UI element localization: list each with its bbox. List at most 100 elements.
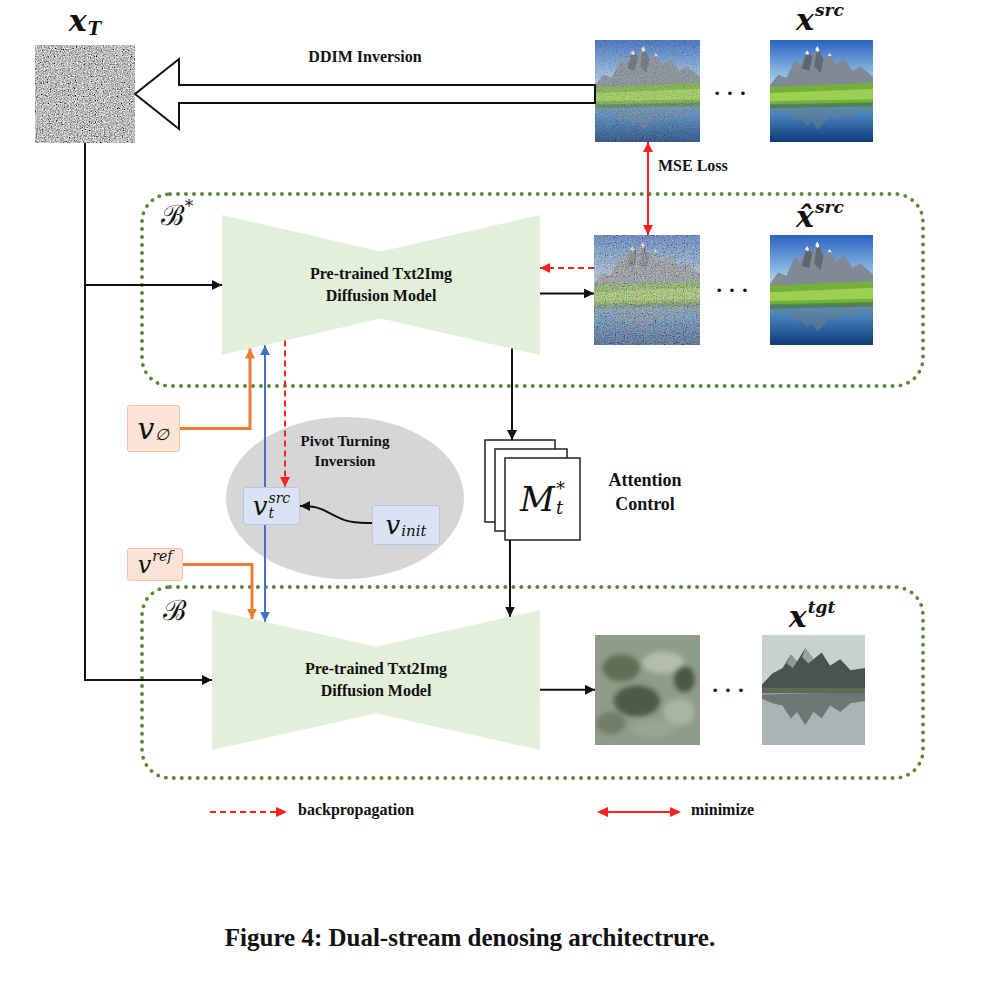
legend-text: minimize — [691, 801, 754, 819]
math-label: xsrc — [780, 2, 860, 38]
math-symbol: x̂ — [796, 202, 814, 232]
stream-region: ℬ Pre-trained Txt2Img Diffusion Model xtgt — [140, 585, 925, 780]
loss-arrow — [647, 142, 649, 235]
flow-arrow — [540, 689, 595, 691]
math-scripts: src — [815, 11, 844, 29]
math-label: vinit — [373, 506, 439, 544]
init-arrow — [300, 506, 372, 523]
ellipsis-mark: · · · — [698, 676, 758, 704]
flow-arrow — [509, 540, 511, 617]
condition-arrow — [180, 349, 250, 429]
math-scripts: *t — [556, 480, 565, 518]
math-label: xT — [35, 1, 135, 41]
math-scripts: tgt — [808, 608, 836, 626]
inversion-arrow — [135, 59, 595, 129]
superscript: src — [815, 199, 844, 217]
superscript: src — [815, 2, 844, 20]
condition-arrow — [183, 565, 252, 619]
math-symbol: x — [69, 6, 87, 36]
edge-label: DDIM Inversion — [255, 48, 475, 66]
subscript: init — [401, 524, 426, 540]
math-label: xtgt — [772, 599, 852, 635]
math-symbol: v — [138, 414, 155, 444]
math-row: vref — [138, 553, 173, 577]
flow-arrow — [85, 143, 212, 680]
legend-dashed-arrow — [210, 807, 287, 817]
embedding-box: vref — [127, 548, 183, 581]
block-label: Pre-trained Txt2Img Diffusion Model — [222, 215, 540, 355]
math-row: v∅ — [138, 414, 170, 444]
math-symbol: x — [796, 5, 814, 35]
target-images — [762, 635, 865, 745]
inversion-ellipse: Pivot Turning Inversionvsrctvinit — [225, 416, 465, 580]
side-caption: Attention Control — [593, 468, 697, 517]
math-row: vinit — [386, 512, 427, 538]
math-scripts: * — [185, 207, 194, 225]
math-row: vsrct — [253, 491, 290, 520]
backprop-arrow — [540, 267, 594, 269]
math-label: M*t — [505, 458, 580, 540]
flow-arrow — [540, 292, 594, 294]
math-label: ℬ — [154, 593, 194, 629]
legend-double-arrow — [597, 807, 608, 817]
math-label: ℬ* — [152, 198, 202, 234]
edge-label: MSE Loss — [658, 157, 728, 175]
hourglass-shape — [222, 215, 540, 355]
source-images — [595, 40, 700, 142]
ellipsis-mark: · · · — [702, 276, 762, 304]
subscript: t — [268, 506, 274, 521]
math-scripts: srct — [268, 491, 290, 520]
embedding-box: v∅ — [127, 405, 180, 452]
legend-double-arrow — [597, 807, 681, 817]
legend-dashed-arrow — [276, 807, 287, 817]
math-scripts: ref — [152, 557, 172, 572]
subscript: t — [556, 499, 563, 518]
legend-double-arrow — [606, 811, 672, 813]
math-row: M*t — [520, 480, 565, 518]
math-row: xT — [69, 6, 101, 36]
hourglass-shape — [212, 610, 540, 750]
reconstructed-images — [594, 235, 873, 345]
reconstructed-images — [594, 235, 700, 345]
superscript: ref — [152, 549, 172, 564]
flow-arrow — [511, 349, 513, 440]
legend-double-arrow — [670, 807, 681, 817]
diffusion-model-block: Pre-trained Txt2Img Diffusion Model — [222, 215, 540, 355]
block-label: Pre-trained Txt2Img Diffusion Model — [212, 610, 540, 750]
reconstructed-images — [594, 235, 700, 345]
legend-item: minimize — [691, 801, 754, 819]
legend-text: backpropagation — [298, 801, 414, 819]
math-symbol: v — [253, 493, 268, 519]
legend-item: backpropagation — [298, 801, 414, 819]
map-sheet — [505, 458, 580, 540]
math-symbol: ℬ — [161, 202, 184, 230]
backprop-arrow — [284, 341, 286, 487]
ellipse-shape — [226, 417, 464, 579]
source-images — [770, 40, 873, 142]
superscript: * — [556, 480, 565, 499]
legend-dashed-arrow — [210, 811, 277, 813]
hourglass-shape — [212, 610, 540, 750]
source-images — [595, 40, 700, 142]
math-row: x̂src — [796, 202, 844, 232]
math-row: xtgt — [789, 602, 835, 632]
math-symbol: M — [520, 482, 555, 516]
math-scripts: src — [815, 208, 844, 226]
target-images — [595, 635, 700, 745]
math-label: v∅ — [128, 406, 179, 451]
math-label: x̂src — [780, 199, 860, 235]
math-symbol: ℬ — [163, 597, 186, 625]
superscript: * — [185, 198, 194, 216]
target-images — [595, 635, 865, 745]
math-symbol: v — [386, 512, 401, 538]
math-scripts: ∅ — [155, 420, 169, 437]
hourglass-shape — [222, 215, 540, 355]
embedding-arrow — [264, 345, 266, 487]
model-name: Pre-trained Txt2Img Diffusion Model — [289, 263, 474, 306]
math-scripts: init — [401, 517, 426, 533]
math-label: vref — [128, 549, 182, 580]
embedding-box: vsrct — [243, 487, 300, 525]
math-scripts: T — [88, 12, 101, 31]
